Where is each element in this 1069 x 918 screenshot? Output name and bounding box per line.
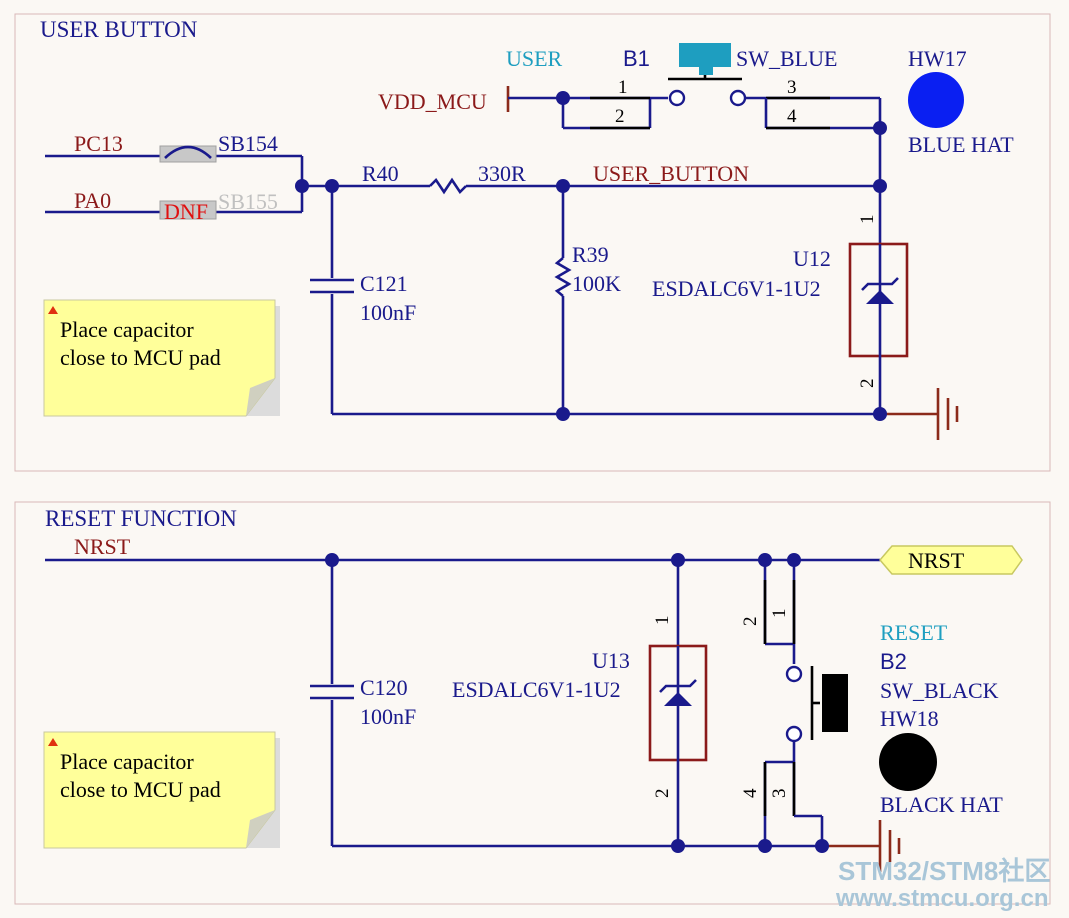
- sb154-label: SB154: [218, 131, 278, 156]
- solder-bridge-sb154: SB154: [159, 131, 278, 163]
- pa0-label: PA0: [74, 188, 111, 213]
- b1-pin3: 3: [787, 77, 797, 98]
- resistor-r40: R40 330R: [362, 161, 526, 195]
- b1-pin1: 1: [618, 77, 628, 98]
- c121-value: 100nF: [360, 300, 416, 325]
- sw-black-label: SW_BLACK: [880, 678, 999, 703]
- sticky-note-reset: Place capacitor close to MCU pad: [43, 731, 280, 849]
- sw-blue-label: SW_BLUE: [736, 46, 837, 71]
- resistor-r39: R39 100K: [554, 186, 621, 414]
- reset-function-title: RESET FUNCTION: [45, 506, 237, 531]
- b1-pin4: 4: [787, 106, 797, 127]
- capacitor-c120: C120 100nF: [310, 560, 416, 846]
- junction-dot: [325, 179, 339, 193]
- c120-value: 100nF: [360, 704, 416, 729]
- junction-dot: [873, 121, 887, 135]
- junction-dot: [758, 839, 772, 853]
- junction-dot: [556, 179, 570, 193]
- u13-pin1: 1: [652, 616, 673, 626]
- ground-symbol-user: [880, 388, 959, 440]
- blue-hat-label: BLUE HAT: [908, 132, 1014, 157]
- dnf-label: DNF: [164, 199, 208, 224]
- sb155-label: SB155: [218, 189, 278, 214]
- user-button-net-label: USER_BUTTON: [593, 161, 749, 186]
- b1-label: B1: [623, 46, 650, 71]
- tvs-diode-u13: U13 ESDALC6V1-1U2 1 2: [452, 560, 708, 846]
- pc13-label: PC13: [74, 131, 123, 156]
- watermark-line1: STM32/STM8社区: [838, 856, 1050, 886]
- b2-pin3: 3: [769, 789, 790, 799]
- u12-pin2: 2: [857, 379, 878, 389]
- junction-dot: [787, 553, 801, 567]
- r39-value: 100K: [572, 271, 621, 296]
- blue-hat: HW17 BLUE HAT: [908, 46, 1014, 157]
- sticky-note-user: Place capacitor close to MCU pad: [43, 299, 280, 417]
- junction-dot: [556, 407, 570, 421]
- junction-dot: [671, 839, 685, 853]
- r40-value: 330R: [478, 161, 526, 186]
- vdd-mcu-label: VDD_MCU: [378, 89, 487, 114]
- junction-dot: [873, 179, 887, 193]
- junction-dot: [815, 839, 829, 853]
- u13-part: ESDALC6V1-1U2: [452, 677, 621, 702]
- user-button-title: USER BUTTON: [40, 17, 198, 42]
- note-reset-line1: Place capacitor: [60, 749, 194, 774]
- b2-pin1: 1: [769, 609, 790, 619]
- switch-b2: 2 1 4 3 RESET B2 SW_BLACK HW18: [740, 560, 999, 846]
- ground-symbol-reset: [822, 820, 901, 872]
- u12-part: ESDALC6V1-1U2: [652, 276, 821, 301]
- note-user-line1: Place capacitor: [60, 317, 194, 342]
- u12-label: U12: [793, 246, 831, 271]
- note-user-line2: close to MCU pad: [60, 345, 221, 370]
- blue-hat-circle: [908, 72, 964, 128]
- nrst-port-label: NRST: [908, 548, 965, 573]
- junction-dot: [556, 91, 570, 105]
- black-hat-circle: [879, 733, 937, 791]
- junction-dot: [671, 553, 685, 567]
- pc13-net: PC13: [45, 131, 304, 186]
- b1-pin2: 2: [615, 106, 625, 127]
- capacitor-c121: C121 100nF: [310, 186, 416, 414]
- b2-label: B2: [880, 649, 907, 674]
- junction-dot: [758, 553, 772, 567]
- tvs-diode-u12: U12 ESDALC6V1-1U2 1 2: [652, 186, 909, 414]
- user-switch-label: USER: [506, 46, 563, 71]
- junction-dot: [873, 407, 887, 421]
- hw18-label: HW18: [880, 706, 939, 731]
- black-hat-label: BLACK HAT: [880, 792, 1003, 817]
- b2-pin4: 4: [740, 788, 761, 798]
- note-reset-line2: close to MCU pad: [60, 777, 221, 802]
- hw17-label: HW17: [908, 46, 967, 71]
- nrst-net-label: NRST: [74, 534, 131, 559]
- b2-pin2: 2: [740, 617, 761, 627]
- c121-label: C121: [360, 271, 408, 296]
- u13-label: U13: [592, 648, 630, 673]
- junction-dot: [325, 553, 339, 567]
- r39-label: R39: [572, 242, 609, 267]
- u13-pin2: 2: [652, 789, 673, 799]
- u12-pin1: 1: [857, 215, 878, 225]
- black-hat: BLACK HAT: [879, 733, 1003, 817]
- nrst-port: NRST: [879, 545, 1023, 575]
- solder-bridge-sb155: DNF SB155: [159, 189, 278, 224]
- reset-switch-label: RESET: [880, 620, 948, 645]
- r40-label: R40: [362, 161, 399, 186]
- junction-dot: [295, 179, 309, 193]
- watermark-line2: www.stmcu.org.cn: [835, 885, 1048, 912]
- c120-label: C120: [360, 675, 408, 700]
